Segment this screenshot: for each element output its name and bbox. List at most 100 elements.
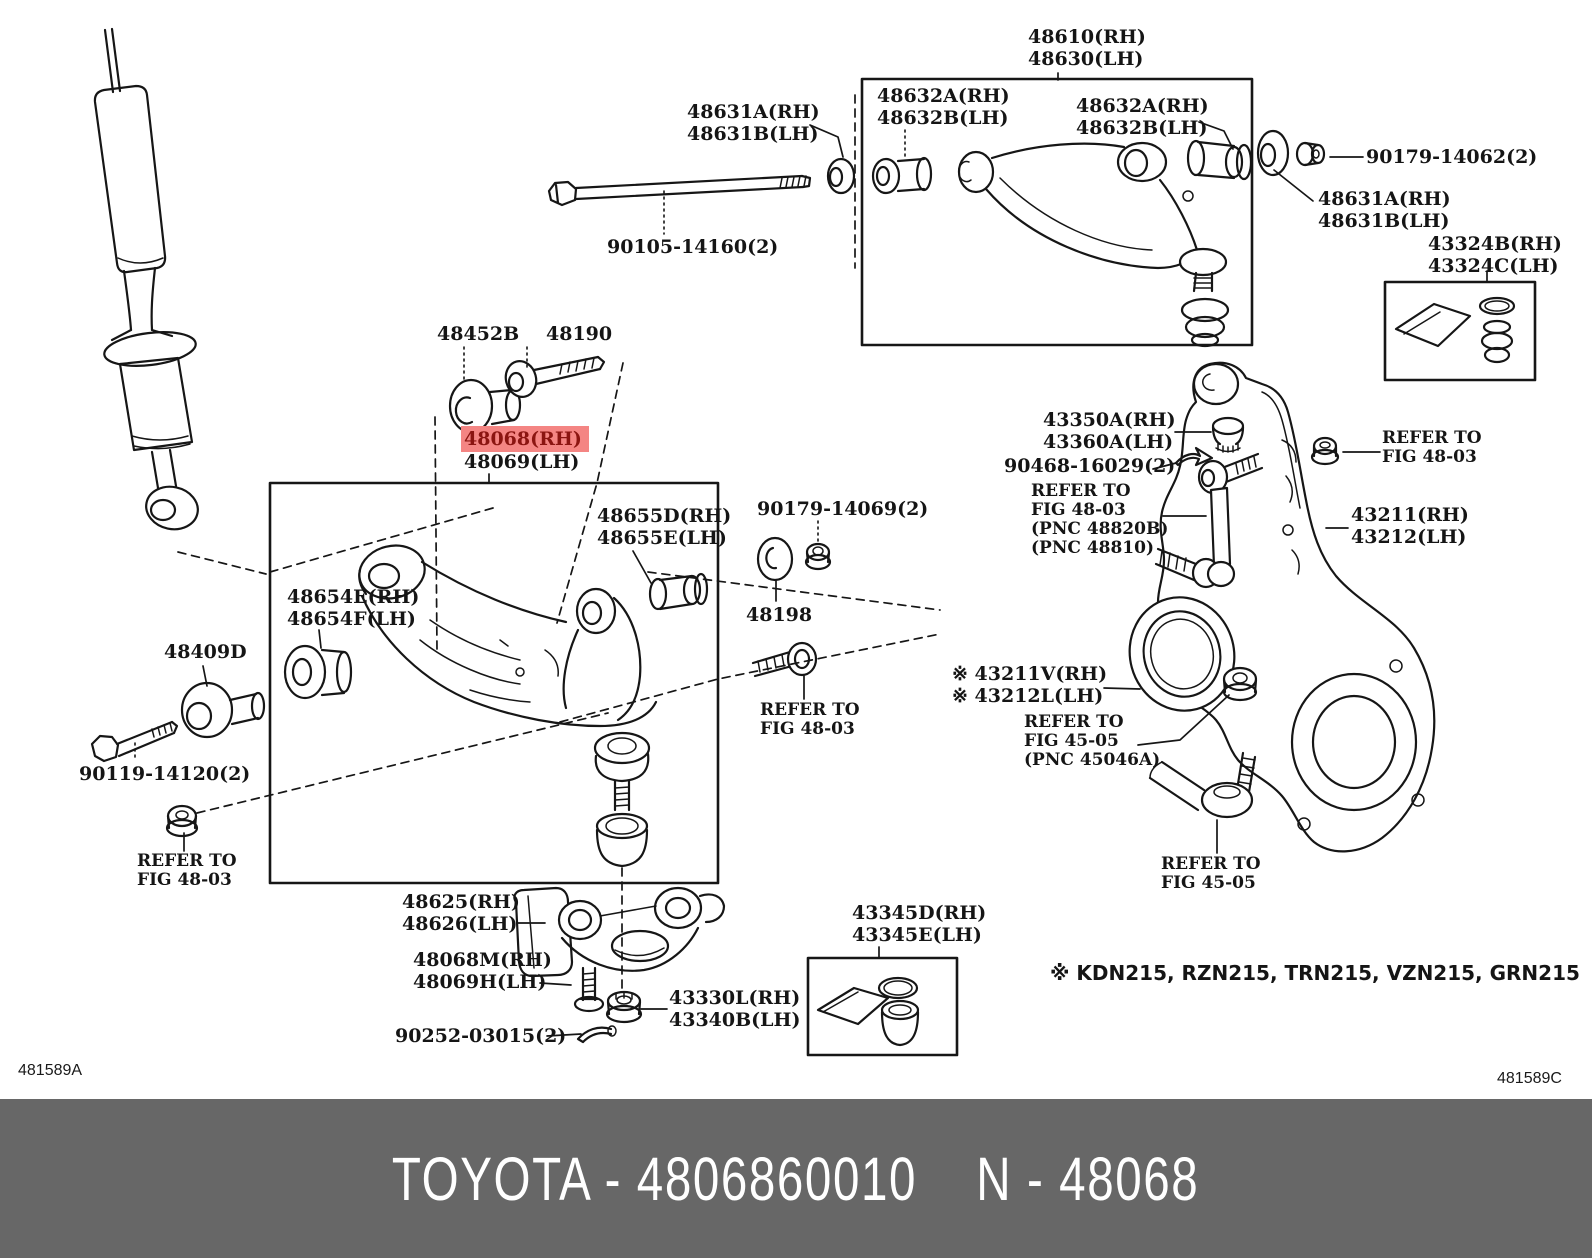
part-label-line[interactable]: 48198 — [746, 604, 813, 626]
part-label-line[interactable]: 48190 — [546, 323, 613, 345]
part-label-line[interactable]: 48631A(RH) — [687, 101, 820, 123]
nut-knuckle-top-drawing — [1310, 436, 1340, 466]
upper-arm-box-drawing — [860, 77, 1254, 348]
part-label-line[interactable]: 48068(RH) — [461, 426, 589, 452]
footer-part-number: TOYOTA - 4806860010 — [392, 1144, 918, 1213]
bolt-90119-drawing — [90, 720, 179, 763]
part-label-line[interactable]: 90179-14069(2) — [757, 498, 929, 520]
part-label-48631-top[interactable]: 48631A(RH)48631B(LH) — [687, 101, 820, 145]
part-label-90179-14069[interactable]: 90179-14069(2) — [757, 498, 928, 520]
part-label-90105-14160[interactable]: 90105-14160(2) — [607, 236, 778, 258]
part-label-line[interactable]: 90252-03015(2) — [395, 1025, 567, 1047]
part-label-line[interactable]: 43345D(RH) — [852, 902, 987, 924]
part-label-line[interactable]: ※ 43211V(RH) — [952, 663, 1108, 685]
part-label-90252-03015[interactable]: 90252-03015(2) — [395, 1025, 566, 1047]
part-label-90468-16029[interactable]: 90468-16029(2) — [1004, 455, 1175, 477]
part-label-line[interactable]: 43350A(RH) — [1043, 409, 1176, 431]
part-label-line[interactable]: 48654F(LH) — [287, 608, 416, 630]
part-label-line[interactable]: 43212(LH) — [1351, 526, 1467, 548]
part-label-90119-14120[interactable]: 90119-14120(2) — [79, 763, 250, 785]
part-label-line[interactable]: 43324B(RH) — [1428, 233, 1562, 255]
part-label-line[interactable]: 48610(RH) — [1028, 26, 1146, 48]
nut-45046A-drawing — [1222, 666, 1258, 702]
part-label-line[interactable]: ※ 43212L(LH) — [952, 685, 1104, 707]
part-label-48632-right[interactable]: 48632A(RH)48632B(LH) — [1076, 95, 1209, 139]
part-label-line[interactable]: 48068M(RH) — [413, 949, 552, 971]
part-label-48610[interactable]: 48610(RH)48630(LH) — [1028, 26, 1146, 70]
part-label-line[interactable]: 48626(LH) — [402, 913, 518, 935]
part-label-line[interactable]: 90179-14062(2) — [1366, 146, 1538, 168]
part-label-line[interactable]: 48452B — [437, 323, 520, 345]
part-label-line[interactable]: 48631A(RH) — [1318, 188, 1451, 210]
part-label-line[interactable]: 43360A(LH) — [1043, 431, 1174, 453]
part-label-line[interactable]: 48655D(RH) — [597, 505, 732, 527]
part-label-48190[interactable]: 48190 — [546, 323, 612, 345]
part-label-line: FIG 48-03 — [760, 719, 855, 739]
part-label-line[interactable]: 90468-16029(2) — [1004, 455, 1176, 477]
cam-48409D-drawing — [180, 681, 266, 739]
part-label-line[interactable]: 48632A(RH) — [1076, 95, 1209, 117]
part-label-line: FIG 48-03 — [1382, 447, 1477, 467]
part-label-line: (PNC 48820B) — [1031, 519, 1169, 539]
shock-absorber-drawing — [93, 27, 199, 531]
bolt-90105-drawing — [547, 157, 856, 207]
part-label-line[interactable]: 48069H(LH) — [413, 971, 547, 993]
part-label-43211V[interactable]: ※ 43211V(RH)※ 43212L(LH) — [952, 663, 1107, 707]
part-label-48452B[interactable]: 48452B — [437, 323, 519, 345]
part-label-48409D[interactable]: 48409D — [164, 641, 247, 663]
part-label-line[interactable]: 48069(LH) — [464, 451, 580, 473]
part-label-line: FIG 45-05 — [1024, 731, 1119, 751]
label-leader-lines — [134, 72, 1488, 1037]
part-label-48654[interactable]: 48654E(RH)48654F(LH) — [287, 586, 419, 630]
part-label-line[interactable]: 43211(RH) — [1351, 504, 1469, 526]
cotter-pin-90252-drawing — [576, 1025, 617, 1044]
part-label-48198[interactable]: 48198 — [746, 604, 812, 626]
washer-nut-48631-drawing — [1256, 129, 1326, 177]
part-label-43345D[interactable]: 43345D(RH)43345E(LH) — [852, 902, 986, 946]
part-label-line: FIG 48-03 — [1031, 500, 1126, 520]
part-label-line[interactable]: 43324C(LH) — [1428, 255, 1559, 277]
part-label-line[interactable]: 43330L(RH) — [669, 987, 801, 1009]
tie-rod-end-drawing — [1148, 751, 1257, 819]
part-label-48625[interactable]: 48625(RH)48626(LH) — [402, 891, 520, 935]
part-label-line[interactable]: 90119-14120(2) — [79, 763, 251, 785]
part-label-90179-14062[interactable]: 90179-14062(2) — [1366, 146, 1537, 168]
part-label-line[interactable]: 48632B(LH) — [1076, 117, 1208, 139]
part-label-48655[interactable]: 48655D(RH)48655E(LH) — [597, 505, 731, 549]
part-label-line[interactable]: 48625(RH) — [402, 891, 520, 913]
kit-box-43345-drawing — [806, 956, 959, 1057]
part-label-43330L[interactable]: 43330L(RH)43340B(LH) — [669, 987, 800, 1031]
part-label-48069[interactable]: 48069(LH) — [464, 451, 579, 473]
part-label-line[interactable]: 48655E(LH) — [597, 527, 727, 549]
bolt-48068M-drawing — [573, 966, 605, 1013]
part-label-line: REFER TO — [1382, 428, 1482, 448]
part-label-line[interactable]: 43345E(LH) — [852, 924, 982, 946]
part-label-43211[interactable]: 43211(RH)43212(LH) — [1351, 504, 1469, 548]
part-label-line: (PNC 48810) — [1031, 538, 1155, 558]
part-label-line: FIG 45-05 — [1161, 873, 1256, 893]
part-label-line[interactable]: 48654E(RH) — [287, 586, 420, 608]
part-label-line: REFER TO — [760, 700, 860, 720]
part-label-line[interactable]: 48632B(LH) — [877, 107, 1009, 129]
knuckle-43211-drawing — [1156, 361, 1436, 853]
part-label-line[interactable]: 90105-14160(2) — [607, 236, 779, 258]
part-label-line[interactable]: 43340B(LH) — [669, 1009, 801, 1031]
part-label-48068M[interactable]: 48068M(RH)48069H(LH) — [413, 949, 552, 993]
part-label-43350A[interactable]: 43350A(RH)43360A(LH) — [1043, 409, 1176, 453]
part-label-line[interactable]: 48631B(LH) — [687, 123, 819, 145]
part-label-line[interactable]: 48631B(LH) — [1318, 210, 1450, 232]
part-label-line[interactable]: 48409D — [164, 641, 247, 663]
part-label-48632-left[interactable]: 48632A(RH)48632B(LH) — [877, 85, 1010, 129]
part-label-43324[interactable]: 43324B(RH)43324C(LH) — [1428, 233, 1562, 277]
part-label-line[interactable]: 48632A(RH) — [877, 85, 1010, 107]
part-label-line[interactable]: 48630(LH) — [1028, 48, 1144, 70]
clip-90468-drawing — [1174, 446, 1214, 467]
nut-90179-14069-drawing — [804, 542, 832, 571]
part-label-48631-right[interactable]: 48631A(RH)48631B(LH) — [1318, 188, 1451, 232]
part-label-48068[interactable]: 48068(RH) — [461, 426, 589, 452]
